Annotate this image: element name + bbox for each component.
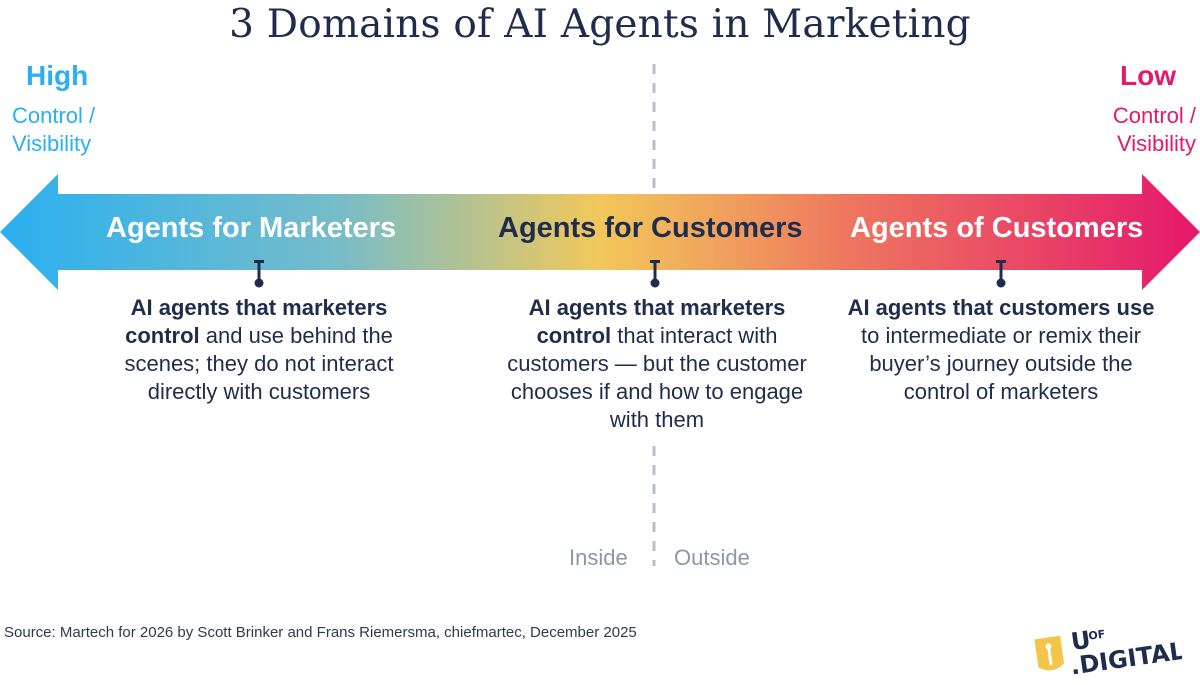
- svg-text:OF: OF: [1088, 627, 1107, 642]
- low-control-sub-line1: Control /: [1112, 103, 1196, 128]
- pin-marker: [254, 260, 264, 288]
- u-of-digital-logo: U OF .DIGITAL: [1034, 626, 1182, 674]
- source-note: Source: Martech for 2026 by Scott Brinke…: [4, 624, 637, 641]
- low-control-subtitle: Control / Visibility: [1104, 102, 1196, 158]
- high-control-heading: High: [26, 60, 89, 91]
- inside-label: Inside: [569, 545, 628, 570]
- high-control-subtitle: Control / Visibility: [12, 102, 95, 158]
- domain-label-agents-for-marketers: Agents for Marketers: [106, 212, 397, 244]
- page-title: 3 Domains of AI Agents in Marketing: [229, 2, 971, 47]
- domain-label-agents-for-customers: Agents for Customers: [498, 212, 803, 244]
- description-agents-of-customers: AI agents that customers use to intermed…: [847, 295, 1155, 404]
- low-control-heading: Low: [1120, 60, 1176, 91]
- high-control-sub-line2: Visibility: [12, 131, 92, 156]
- pin-marker: [996, 260, 1006, 288]
- pin-marker: [650, 260, 660, 288]
- high-control-sub-line1: Control /: [12, 103, 96, 128]
- control-spectrum-arrow: [0, 174, 1200, 290]
- outside-label: Outside: [674, 545, 750, 570]
- low-control-sub-line2: Visibility: [1116, 131, 1196, 156]
- domain-label-agents-of-customers: Agents of Customers: [850, 212, 1144, 244]
- description-agents-for-marketers: AI agents that marketers control and use…: [124, 295, 394, 404]
- description-agents-for-customers: AI agents that marketers control that in…: [507, 295, 807, 432]
- svg-text:U: U: [1069, 626, 1092, 656]
